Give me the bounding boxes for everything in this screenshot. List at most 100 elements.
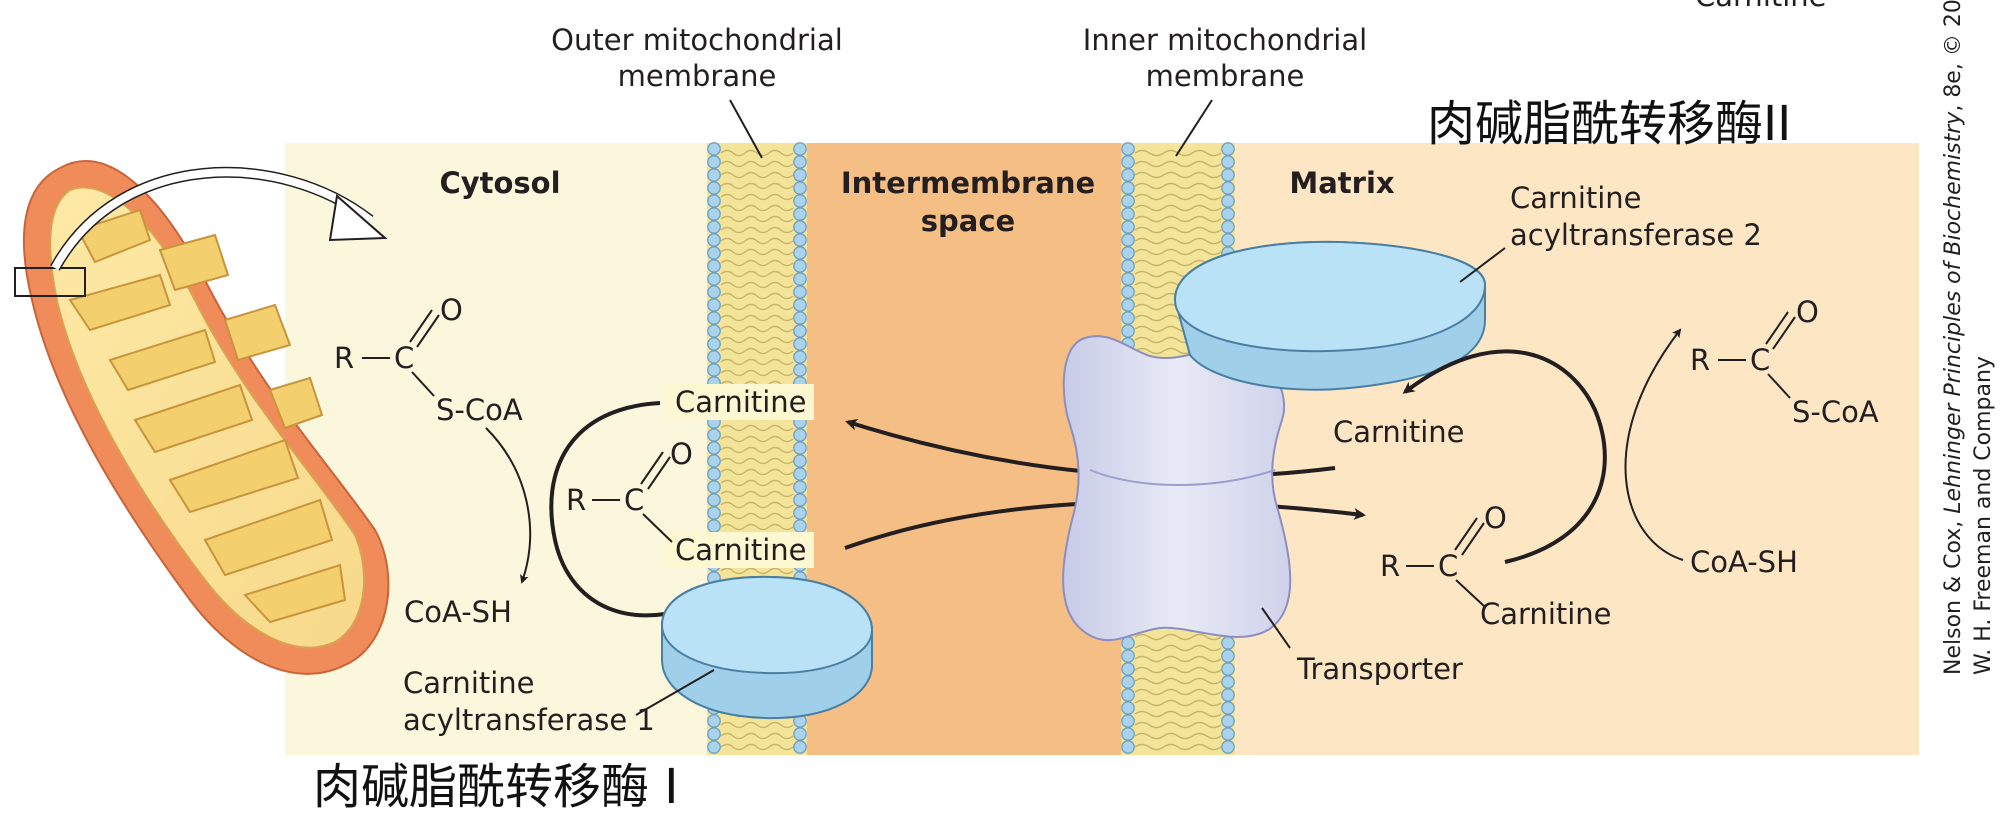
lipid-head: [707, 272, 721, 286]
lipid-head: [707, 493, 721, 507]
lipid-head: [707, 233, 721, 247]
lipid-head: [1221, 155, 1235, 169]
matrix-acyl-carnitine: R C O Carnitine: [1380, 501, 1612, 631]
lipid-head: [707, 350, 721, 364]
lipid-head: [1221, 142, 1235, 156]
lipid-head: [707, 519, 721, 533]
lipid-head: [1221, 168, 1235, 182]
lipid-head: [707, 740, 721, 754]
inner-membrane-leader: [1175, 99, 1213, 157]
lipid-tail: [720, 270, 794, 278]
lipid-tail: [1134, 204, 1222, 212]
intermembrane-label-line1: Intermembrane: [841, 166, 1095, 200]
svg-text:O: O: [670, 437, 693, 471]
lipid-head: [1221, 675, 1235, 689]
lipid-tail: [1134, 710, 1222, 718]
lipid-tail: [1134, 248, 1222, 256]
lipid-tail: [720, 149, 794, 157]
lipid-tail: [1134, 160, 1222, 168]
lipid-head: [793, 259, 807, 273]
lipid-tail: [720, 435, 794, 443]
lipid-tail: [720, 259, 794, 267]
svg-text:C: C: [1438, 549, 1458, 583]
cpt2-label-line2: acyltransferase 2: [1510, 218, 1762, 252]
lipid-tail: [720, 160, 794, 168]
cpt1-enzyme: [660, 575, 874, 720]
outer-membrane-label-line2: membrane: [618, 59, 777, 93]
lipid-head: [793, 441, 807, 455]
lipid-head: [1221, 636, 1235, 650]
svg-text:R: R: [1380, 549, 1400, 583]
lipid-tail: [1134, 743, 1222, 751]
cpt2-enzyme: [1173, 240, 1487, 391]
lipid-tail: [1134, 655, 1222, 663]
lipid-head: [793, 740, 807, 754]
lipid-head: [793, 285, 807, 299]
coash-uptake-arrow: [1624, 328, 1684, 561]
matrix-acyl-coa: R C O S-CoA: [1690, 295, 1879, 429]
lipid-head: [1121, 311, 1135, 325]
matrix-carnitine: Carnitine: [1333, 415, 1465, 449]
lipid-head: [1121, 194, 1135, 208]
cpt1-label-line1: Carnitine: [403, 666, 535, 700]
lipid-tail: [1134, 677, 1222, 685]
lipid-head: [1221, 220, 1235, 234]
lipid-tail: [720, 303, 794, 311]
lipid-tail: [720, 369, 794, 377]
lipid-head: [707, 311, 721, 325]
lipid-head: [1121, 649, 1135, 663]
lipid-tail: [720, 281, 794, 289]
lipid-head: [1221, 662, 1235, 676]
intermembrane-label-line2: space: [921, 204, 1015, 238]
lipid-tail: [720, 292, 794, 300]
lipid-tail: [720, 204, 794, 212]
lipid-head: [1221, 688, 1235, 702]
cytosol-carnitine-top: Carnitine: [675, 385, 807, 419]
lipid-head: [707, 363, 721, 377]
matrix-scoa-label: S-CoA: [1792, 395, 1879, 429]
lipid-head: [1121, 220, 1135, 234]
lipid-tail: [720, 248, 794, 256]
lipid-head: [793, 480, 807, 494]
lipid-head: [1121, 207, 1135, 221]
lipid-head: [793, 727, 807, 741]
lipid-head: [1221, 194, 1235, 208]
credit-line-2: W. H. Freeman and Company: [1971, 356, 1996, 675]
outer-membrane-leader: [729, 99, 763, 159]
lipid-head: [707, 207, 721, 221]
lipid-tail: [720, 226, 794, 234]
mitochondrion-illustration: [14, 160, 390, 675]
svg-text:W. H. Freeman and Company: W. H. Freeman and Company: [1971, 356, 1996, 675]
lipid-tail: [720, 512, 794, 520]
lipid-tail: [720, 479, 794, 487]
lipid-tail: [720, 358, 794, 366]
svg-text:R: R: [334, 341, 354, 375]
lipid-head: [793, 311, 807, 325]
lipid-tail: [720, 490, 794, 498]
cpt1-chinese-label: 肉碱脂酰转移酶 I: [313, 759, 678, 815]
cytosol-carnitine-bottom: Carnitine: [675, 533, 807, 567]
cpt2-label-line1: Carnitine: [1510, 181, 1642, 215]
lipid-tail: [720, 171, 794, 179]
lipid-head: [1121, 740, 1135, 754]
lipid-head: [707, 220, 721, 234]
lipid-head: [1121, 285, 1135, 299]
lipid-head: [793, 246, 807, 260]
lipid-head: [707, 259, 721, 273]
lipid-head: [1121, 675, 1135, 689]
lipid-tail: [1134, 226, 1222, 234]
lipid-head: [707, 727, 721, 741]
svg-text:C: C: [1750, 343, 1770, 377]
lipid-head: [793, 233, 807, 247]
cytosol-acyl-coa: R C O S-CoA: [334, 293, 523, 427]
lipid-head: [1221, 727, 1235, 741]
lipid-head: [1221, 701, 1235, 715]
cpt1-leader: [635, 669, 715, 716]
lipid-head: [1121, 662, 1135, 676]
svg-text:O: O: [440, 293, 463, 327]
lipid-head: [707, 337, 721, 351]
lipid-head: [793, 142, 807, 156]
lipid-tail: [720, 468, 794, 476]
cytosol-coash-label: CoA-SH: [404, 595, 512, 629]
lipid-head: [707, 194, 721, 208]
